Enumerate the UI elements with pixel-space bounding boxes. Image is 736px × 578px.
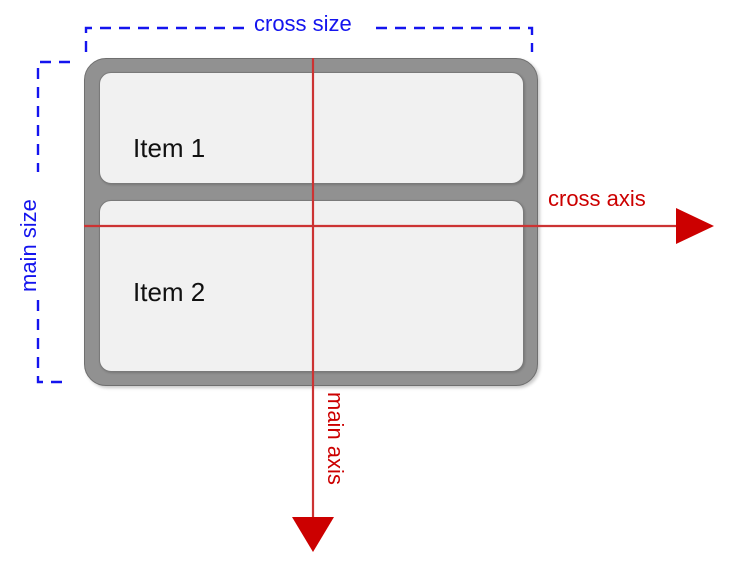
flex-item-1-label: Item 1 [133,133,206,163]
cross-size-bracket [84,26,534,52]
main-axis-arrowhead [292,517,334,552]
main-axis-label: main axis [323,392,348,485]
flex-item-2-label: Item 2 [133,277,206,307]
main-size-label: main size [16,199,41,292]
flex-container: Item 1 Item 2 [84,58,538,386]
cross-size-label: cross size [254,11,352,36]
flex-item-2: Item 2 [99,200,524,372]
cross-axis-label: cross axis [548,186,646,211]
cross-axis-arrow [84,208,714,244]
flex-item-1: Item 1 [99,72,524,184]
main-axis-arrow [292,58,334,552]
cross-axis-arrowhead [676,208,714,244]
main-size-bracket [36,60,70,384]
